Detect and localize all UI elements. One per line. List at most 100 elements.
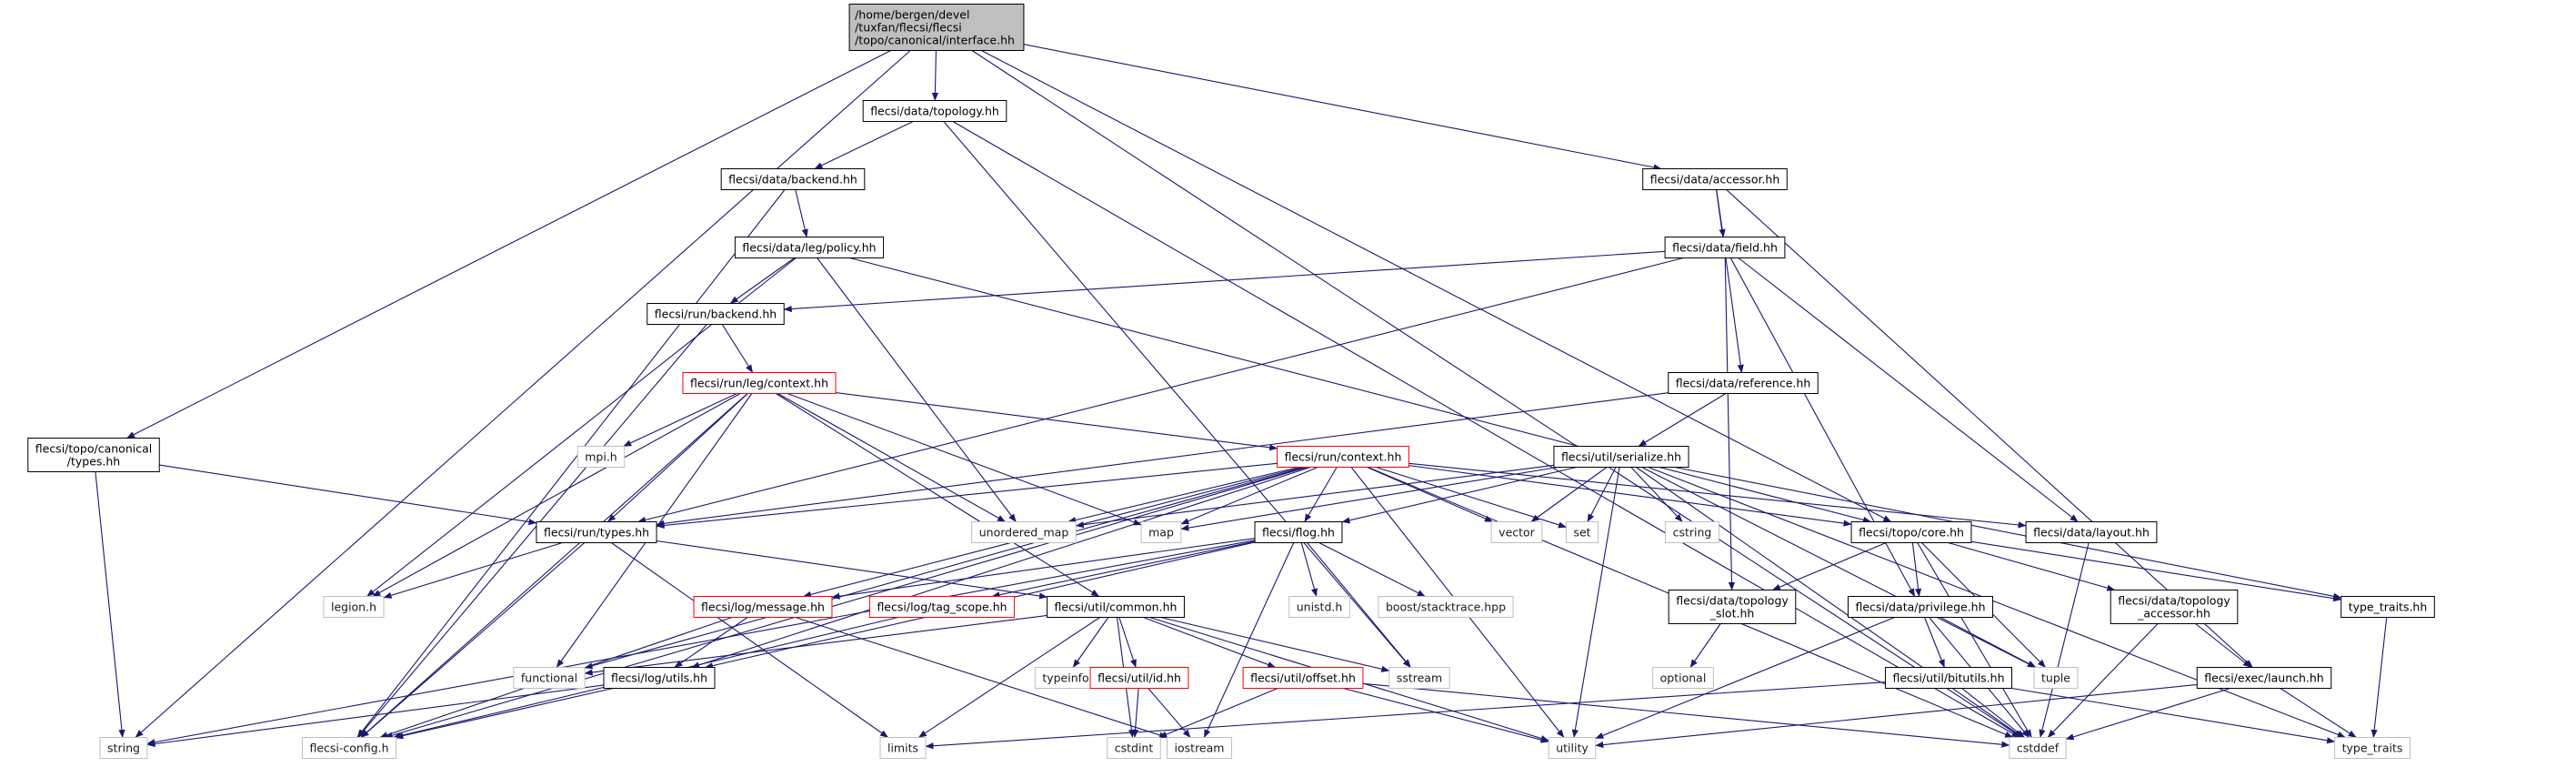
graph-node-bitutils[interactable]: flecsi/util/bitutils.hh (1884, 667, 2013, 689)
node-box (1548, 737, 1597, 759)
node-box (1288, 596, 1350, 618)
node-label: flecsi/data/backend.hh (728, 173, 857, 187)
node-label-line: cstring (1673, 526, 1712, 540)
graph-node-mpi: mpi.h (576, 446, 626, 468)
edge-serialize-to-typetraits (1648, 466, 2346, 739)
graph-node-logutils[interactable]: flecsi/log/utils.hh (603, 667, 716, 689)
node-box (2340, 596, 2435, 618)
graph-node-logmsg[interactable]: flecsi/log/message.hh (693, 596, 833, 618)
edge-serialize-to-cstddef (1636, 467, 2023, 738)
graph-node-utilid[interactable]: flecsi/util/id.hh (1089, 667, 1189, 689)
node-label-line: _accessor.hh (2137, 607, 2210, 621)
graph-node-launch[interactable]: flecsi/exec/launch.hh (2196, 667, 2332, 689)
node-label: flecsi/log/message.hh (701, 600, 825, 614)
node-box (1850, 521, 1972, 543)
edge-legpolicy-to-rbackend (729, 257, 796, 304)
node-label: sstream (1397, 671, 1442, 685)
node-label: flecsi/util/common.hh (1055, 600, 1178, 614)
node-box (1565, 521, 1599, 543)
edge-root-to-topocore (981, 50, 1892, 522)
node-label-line: unistd.h (1297, 600, 1343, 614)
edge-typetraitshh-to-typetraits (2371, 617, 2388, 738)
node-label: type_traits.hh (2349, 600, 2428, 614)
node-box (734, 237, 885, 258)
node-box (99, 737, 148, 759)
edge-field-to-rbackend (783, 250, 1666, 313)
graph-node-tuple: tuple (2033, 667, 2079, 689)
graph-node-topoacc[interactable]: flecsi/data/topology_accessor.hh (2110, 590, 2239, 624)
edge-runtypes-to-limits (611, 542, 889, 738)
node-box (603, 667, 716, 689)
graph-node-typetraitshh[interactable]: type_traits.hh (2340, 596, 2435, 618)
node-box (576, 446, 626, 468)
graph-node-canontypes[interactable]: flecsi/topo/canonical/types.hh (27, 438, 160, 472)
node-label-line: flecsi/data/reference.hh (1676, 377, 1811, 390)
edge-flog-to-logmsg (831, 538, 1256, 600)
graph-node-accessor[interactable]: flecsi/data/accessor.hh (1642, 168, 1788, 190)
node-label: unordered_map (979, 526, 1069, 540)
node-label-line: optional (1660, 671, 1707, 685)
edge-serialize-to-umap (1075, 464, 1555, 529)
graph-node-common[interactable]: flecsi/util/common.hh (1047, 596, 1185, 618)
edge-serialize-to-cstring (1630, 467, 1683, 522)
graph-node-topocore[interactable]: flecsi/topo/core.hh (1850, 521, 1972, 543)
graph-node-tagscope[interactable]: flecsi/log/tag_scope.hh (868, 596, 1016, 618)
graph-node-root[interactable]: /home/bergen/devel/tuxfan/flecsi/flecsi/… (848, 4, 1025, 51)
edge-canontypes-to-runtypes (159, 464, 537, 526)
node-label: flecsi/util/bitutils.hh (1892, 671, 2004, 685)
graph-node-field[interactable]: flecsi/data/field.hh (1664, 237, 1786, 258)
graph-node-limits: limits (879, 737, 927, 759)
node-label-line: flecsi/data/field.hh (1672, 241, 1778, 255)
node-label-line: /topo/canonical/interface.hh (855, 34, 1015, 47)
node-label-line: typeinfo (1042, 671, 1088, 685)
edge-common-to-utilid (1118, 617, 1137, 668)
edge-flog-to-unistd (1300, 542, 1318, 597)
edge-dbackend-to-config (356, 189, 786, 738)
node-label-line: flecsi/data/layout.hh (2033, 526, 2150, 540)
edge-flog-to-iostream (1203, 542, 1295, 738)
edge-runcontext-to-logutils (691, 466, 1311, 669)
node-box (720, 168, 866, 190)
graph-node-legpolicy[interactable]: flecsi/data/leg/policy.hh (734, 237, 885, 258)
graph-node-serialize[interactable]: flecsi/util/serialize.hh (1553, 446, 1689, 468)
node-label-line: flecsi/run/leg/context.hh (690, 377, 828, 390)
edge-legcontext-to-umap (777, 393, 1006, 522)
graph-node-rbackend[interactable]: flecsi/run/backend.hh (647, 303, 785, 325)
graph-node-layout[interactable]: flecsi/data/layout.hh (2025, 521, 2158, 543)
graph-node-reference[interactable]: flecsi/data/reference.hh (1668, 372, 1819, 394)
node-label-line: flecsi/data/accessor.hh (1650, 173, 1780, 187)
graph-node-topology[interactable]: flecsi/data/topology.hh (862, 100, 1007, 122)
node-label-line: mpi.h (585, 450, 616, 464)
node-label: flecsi/util/offset.hh (1250, 671, 1356, 685)
node-label-line: unordered_map (979, 526, 1069, 540)
node-label-line: /home/bergen/devel (855, 8, 969, 22)
graph-node-legcontext[interactable]: flecsi/run/leg/context.hh (682, 372, 837, 394)
node-label: mpi.h (585, 450, 616, 464)
edge-topocore-to-toposlot (1772, 541, 1887, 591)
graph-node-runcontext[interactable]: flecsi/run/context.hh (1277, 446, 1409, 468)
node-label-line: flecsi/run/context.hh (1285, 450, 1402, 464)
edge-runcontext-to-vector (1367, 466, 1493, 523)
edge-toposlot-to-optional (1689, 623, 1721, 668)
edge-layout-to-cstddef (2039, 542, 2090, 738)
graph-node-legion: legion.h (323, 596, 385, 618)
edge-canontypes-to-string (95, 471, 125, 738)
node-box (1847, 596, 1994, 618)
node-box (1665, 521, 1719, 543)
node-box (1277, 446, 1409, 468)
graph-node-privilege[interactable]: flecsi/data/privilege.hh (1847, 596, 1994, 618)
node-box (1047, 596, 1185, 618)
graph-node-dbackend[interactable]: flecsi/data/backend.hh (720, 168, 866, 190)
graph-node-runtypes[interactable]: flecsi/run/types.hh (536, 521, 657, 543)
edge-launch-to-utility (1595, 683, 2198, 749)
edge-field-to-runtypes (637, 257, 1684, 523)
graph-node-offset[interactable]: flecsi/util/offset.hh (1242, 667, 1364, 689)
graph-node-flog[interactable]: flecsi/flog.hh (1254, 521, 1343, 543)
graph-node-config: flecsi-config.h (301, 737, 397, 759)
edge-runtypes-to-common (656, 540, 1048, 600)
graph-node-toposlot[interactable]: flecsi/data/topology_slot.hh (1668, 590, 1797, 624)
node-label-line: cstddef (2017, 742, 2060, 755)
node-label: legion.h (331, 600, 376, 614)
node-label: flecsi/data/accessor.hh (1650, 173, 1780, 187)
